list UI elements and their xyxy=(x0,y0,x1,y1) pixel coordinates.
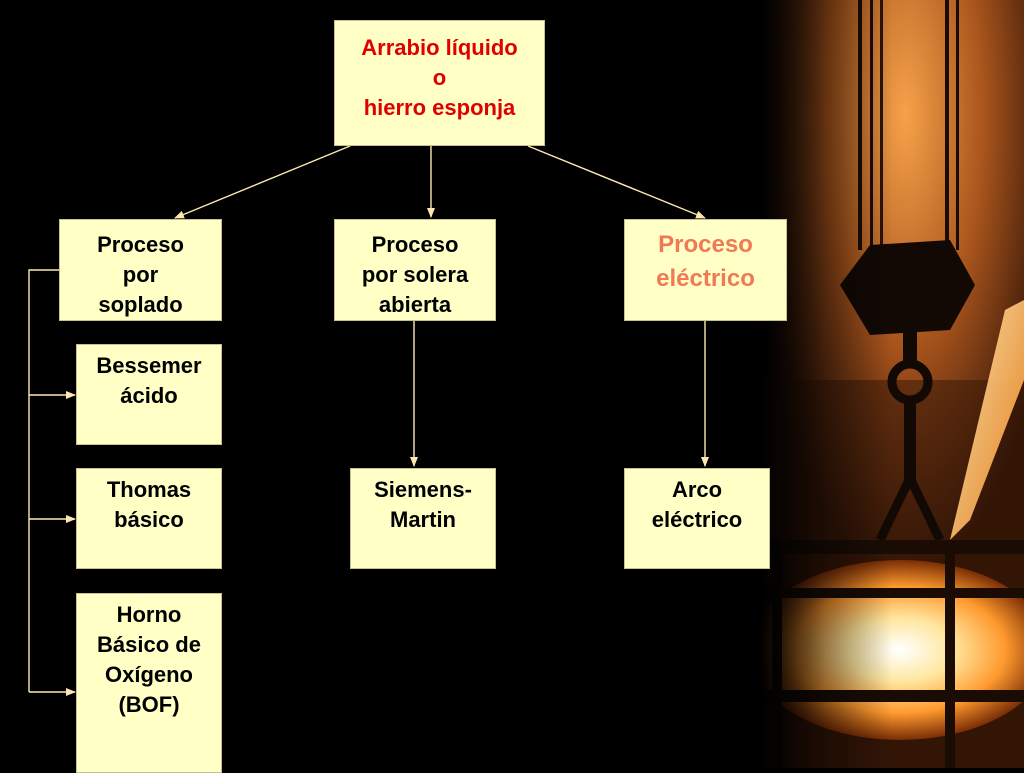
method-node-siemens: Siemens- Martin xyxy=(350,468,496,569)
method-node-bessemer: Bessemer ácido xyxy=(76,344,222,445)
steel-mill-photo xyxy=(760,0,1024,768)
method-line: Oxígeno xyxy=(104,662,193,687)
method-line: básico xyxy=(114,507,184,532)
process-node-electrico: Proceso eléctrico xyxy=(624,219,787,321)
method-line: Thomas xyxy=(106,477,192,502)
method-line: ácido xyxy=(120,383,178,408)
method-line: (BOF) xyxy=(118,692,180,717)
method-line: Bessemer xyxy=(96,353,202,378)
process-line: soplado xyxy=(98,292,183,317)
method-line: Martin xyxy=(390,507,456,532)
process-node-solera: Proceso por solera abierta xyxy=(334,219,496,321)
root-line: Arrabio líquido xyxy=(361,35,518,60)
method-line: Siemens- xyxy=(374,477,472,502)
method-line: Arco xyxy=(671,477,723,502)
process-line: por xyxy=(122,262,159,287)
method-line: Horno xyxy=(116,602,182,627)
process-line: abierta xyxy=(378,292,452,317)
process-line: Proceso xyxy=(658,231,753,258)
root-line: o xyxy=(432,65,447,90)
method-node-arco: Arco eléctrico xyxy=(624,468,770,569)
connector-root-soplado xyxy=(174,145,351,219)
method-node-thomas: Thomas básico xyxy=(76,468,222,569)
connector-soplado-branch xyxy=(28,269,59,692)
process-line: Proceso xyxy=(97,232,184,257)
root-node: Arrabio líquido o hierro esponja xyxy=(334,20,545,146)
process-node-soplado: Proceso por soplado xyxy=(59,219,222,321)
method-node-bof: Horno Básico de Oxígeno (BOF) xyxy=(76,593,222,773)
method-line: eléctrico xyxy=(651,507,743,532)
process-line: Proceso xyxy=(371,232,459,257)
method-line: Básico de xyxy=(97,632,201,657)
root-line: hierro esponja xyxy=(363,95,516,120)
process-line: por solera xyxy=(361,262,469,287)
connector-root-electrico xyxy=(527,145,706,219)
process-line: eléctrico xyxy=(656,265,755,292)
